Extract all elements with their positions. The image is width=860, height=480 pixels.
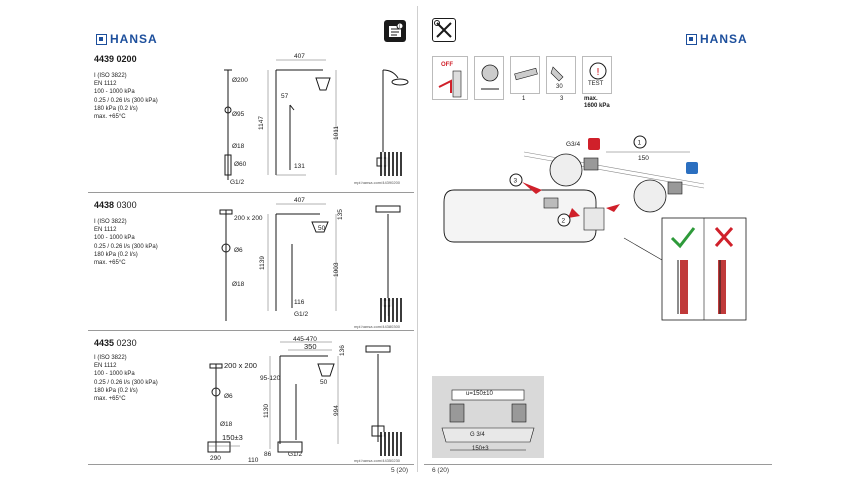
dim-height: 1139: [259, 256, 266, 270]
qr-code: [380, 432, 404, 456]
step-wrench: [546, 56, 576, 94]
qr-url: mpi.hansa.com/44350230: [354, 458, 401, 463]
dim-height-2: 1003: [333, 262, 340, 277]
dim-height-2: 994: [333, 405, 340, 416]
step-pressure-test: ! TEST: [582, 56, 612, 94]
hansa-logo-mark: [96, 33, 107, 45]
product-specs: I (ISO 3822) EN 1112 100 - 1000 kPa 0.25…: [94, 355, 158, 403]
dim-height-2: 1011: [333, 126, 340, 140]
dim-b: 131: [294, 163, 305, 170]
svg-text:i: i: [399, 24, 400, 30]
dim-hand-diameter: Ø95: [232, 111, 245, 118]
dim-width: 445-470: [293, 336, 317, 343]
product-section-4439: 4439 0200 I (ISO 3822) EN 1112 100 - 100…: [88, 50, 414, 190]
qr-url: mpi.hansa.com/44390200: [354, 180, 401, 185]
product-code: 4439 0200: [94, 54, 137, 64]
step-unscrew: [474, 56, 504, 100]
dim-width: 407: [294, 53, 305, 60]
callout-2: 2: [562, 218, 566, 225]
wrong-cross-icon: [714, 227, 734, 247]
dim-thread: G1/2: [294, 311, 308, 318]
product-code: 4435 0230: [94, 338, 137, 348]
dim-thread: G1/2: [288, 451, 302, 458]
correct-check-icon: [670, 227, 696, 249]
hansa-logo-mark: [686, 33, 697, 45]
hansa-logo: HANSA: [686, 32, 748, 46]
qr-code: [380, 152, 404, 176]
left-page: HANSA i 4439 0200 I (ISO 3822) EN 1112 1…: [88, 10, 414, 474]
section-divider: [88, 192, 414, 193]
dim-height: 1130: [263, 404, 270, 418]
brand-name: HANSA: [110, 32, 158, 46]
product-specs: I (ISO 3822) EN 1112 100 - 1000 kPa 0.25…: [94, 219, 158, 267]
dim-a: 57: [281, 93, 289, 100]
dim-b: 135: [337, 209, 344, 220]
wrench-size-30: 30: [556, 84, 563, 90]
dim-base: 290: [210, 455, 221, 462]
dim-rod-diameter: Ø18: [232, 281, 245, 288]
dim-top: u=150±10: [466, 391, 493, 397]
technical-drawing-4435: 445-470 350 136 200 x 200 95-120 50 1130…: [207, 336, 391, 464]
step-water-off: OFF: [432, 56, 468, 100]
product-section-4435: 4435 0230 I (ISO 3822) EN 1112 100 - 100…: [88, 334, 414, 464]
step-level: [510, 56, 540, 94]
dim-rod-diameter: Ø18: [232, 143, 245, 150]
page-bottom-line: [424, 464, 772, 465]
page-number: 5 (20): [391, 467, 408, 474]
dim-width: 407: [294, 197, 305, 204]
qr-code: [380, 298, 404, 322]
spacing-diagram: u=150±10 G 3/4 150±3: [432, 376, 544, 458]
dim-spacing: 150: [638, 155, 649, 162]
dim-60: Ø60: [234, 161, 247, 168]
dim-a: 50: [320, 379, 328, 386]
dim-d: 86: [264, 451, 272, 458]
step-number-1: 1: [522, 96, 526, 102]
dim-bottom: 150±3: [472, 446, 489, 452]
page-gutter: [417, 6, 418, 472]
product-specs: I (ISO 3822) EN 1112 100 - 1000 kPa 0.25…: [94, 73, 158, 121]
callout-3: 3: [514, 178, 518, 185]
dim-thread: G1/2: [230, 179, 244, 186]
technical-drawing-4439: 407 Ø200 57 1147 1011 Ø95 Ø18 Ø60 G1/2 1…: [224, 53, 409, 186]
info-book-icon: i: [384, 20, 406, 42]
page-bottom-line: [88, 464, 414, 465]
hansa-logo: HANSA: [96, 32, 158, 46]
product-section-4438: 4438 0300 I (ISO 3822) EN 1112 100 - 100…: [88, 196, 414, 329]
dim-head-size: 200 x 200: [234, 215, 263, 222]
qr-url: mpi.hansa.com/44380300: [354, 324, 401, 329]
dim-height: 1147: [258, 116, 265, 130]
tools-icon: [432, 18, 456, 42]
cold-water-icon: [686, 162, 698, 174]
installation-drawing: 3 2 1 G3/4 150: [443, 135, 747, 321]
svg-text:!: !: [596, 67, 600, 78]
dim-head-diameter: Ø200: [232, 77, 248, 84]
dim-b: 136: [339, 345, 346, 356]
right-page: HANSA OFF 1 3 30 ! TEST max. 1600 kPa: [424, 10, 772, 474]
dim-thread: G 3/4: [470, 432, 485, 438]
dim-w2: 350: [304, 342, 317, 351]
dim-spacing: 150±3: [222, 433, 243, 442]
callout-1: 1: [638, 140, 642, 147]
step-number-3: 3: [560, 96, 564, 102]
dim-c: 116: [294, 299, 305, 306]
hot-water-icon: [588, 138, 600, 150]
product-code: 4438 0300: [94, 200, 137, 210]
brand-name: HANSA: [700, 32, 748, 46]
page-number: 6 (20): [432, 467, 449, 474]
test-label: TEST: [588, 81, 604, 87]
dim-hand-diameter: Ø6: [224, 393, 233, 400]
section-divider: [88, 330, 414, 331]
dim-reach: 95-120: [260, 375, 281, 382]
dim-hand-diameter: Ø6: [234, 247, 243, 254]
dim-c: 110: [248, 457, 259, 464]
dim-a: 50: [318, 225, 326, 232]
dim-rod-diameter: Ø18: [220, 421, 233, 428]
dim-thread: G3/4: [566, 141, 580, 148]
dim-head-size: 200 x 200: [224, 361, 257, 370]
